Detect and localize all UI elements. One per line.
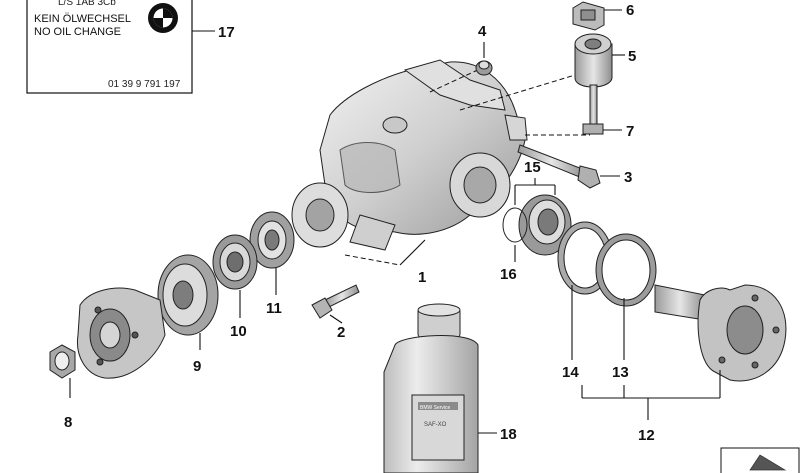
part-6-clip <box>572 1 605 31</box>
callout-8: 8 <box>64 414 72 431</box>
callout-6: 6 <box>626 2 634 19</box>
part-4-plug <box>475 60 493 76</box>
callout-17: 17 <box>218 24 235 41</box>
label-card-line1: KEIN ÖLWECHSEL <box>34 13 131 25</box>
oil-label-card: L/S 1AB 3Cb KEIN ÖLWECHSEL NO OIL CHANGE… <box>26 0 193 94</box>
part-3-bolt <box>517 144 601 189</box>
callout-15: 15 <box>524 159 541 176</box>
part-5-rubber-mount <box>574 33 613 88</box>
bottle-label-line1: BMW Service <box>420 405 451 411</box>
label-card-top-text: L/S 1AB 3Cb <box>58 0 116 8</box>
bottle-label-line2: SAF-XO <box>424 422 447 428</box>
part-8-nut <box>49 344 76 379</box>
callout-16: 16 <box>500 266 517 283</box>
label-card-part-code: 01 39 9 791 197 <box>108 79 181 90</box>
callout-11: 11 <box>266 300 282 317</box>
callout-3: 3 <box>624 169 632 186</box>
callout-10: 10 <box>230 323 247 340</box>
part-16-ring <box>502 207 528 243</box>
callout-7: 7 <box>626 123 634 140</box>
part-13-ring <box>595 233 657 307</box>
callout-14: 14 <box>562 364 579 381</box>
part-10-seal <box>212 234 258 290</box>
corner-info-box <box>720 447 800 473</box>
part-9-flange <box>157 254 219 336</box>
callout-5: 5 <box>628 48 636 65</box>
callout-18: 18 <box>500 426 517 443</box>
callout-4: 4 <box>478 23 487 40</box>
part-15-seal <box>518 194 572 256</box>
bmw-logo <box>148 3 178 33</box>
input-flange <box>76 287 166 379</box>
part-12-output-flange <box>654 284 787 382</box>
callout-12: 12 <box>638 427 655 444</box>
callout-9: 9 <box>193 358 201 375</box>
part-11-seal <box>249 211 295 269</box>
callout-13: 13 <box>612 364 629 381</box>
label-card-line2: NO OIL CHANGE <box>34 26 121 38</box>
part-18-oil-bottle: BMW Service SAF-XO <box>383 303 479 473</box>
part-2-bolt <box>311 284 360 319</box>
differential-housing <box>291 59 528 251</box>
part-7-bolt <box>582 84 604 135</box>
callout-2: 2 <box>337 324 345 341</box>
callout-1: 1 <box>418 269 426 286</box>
